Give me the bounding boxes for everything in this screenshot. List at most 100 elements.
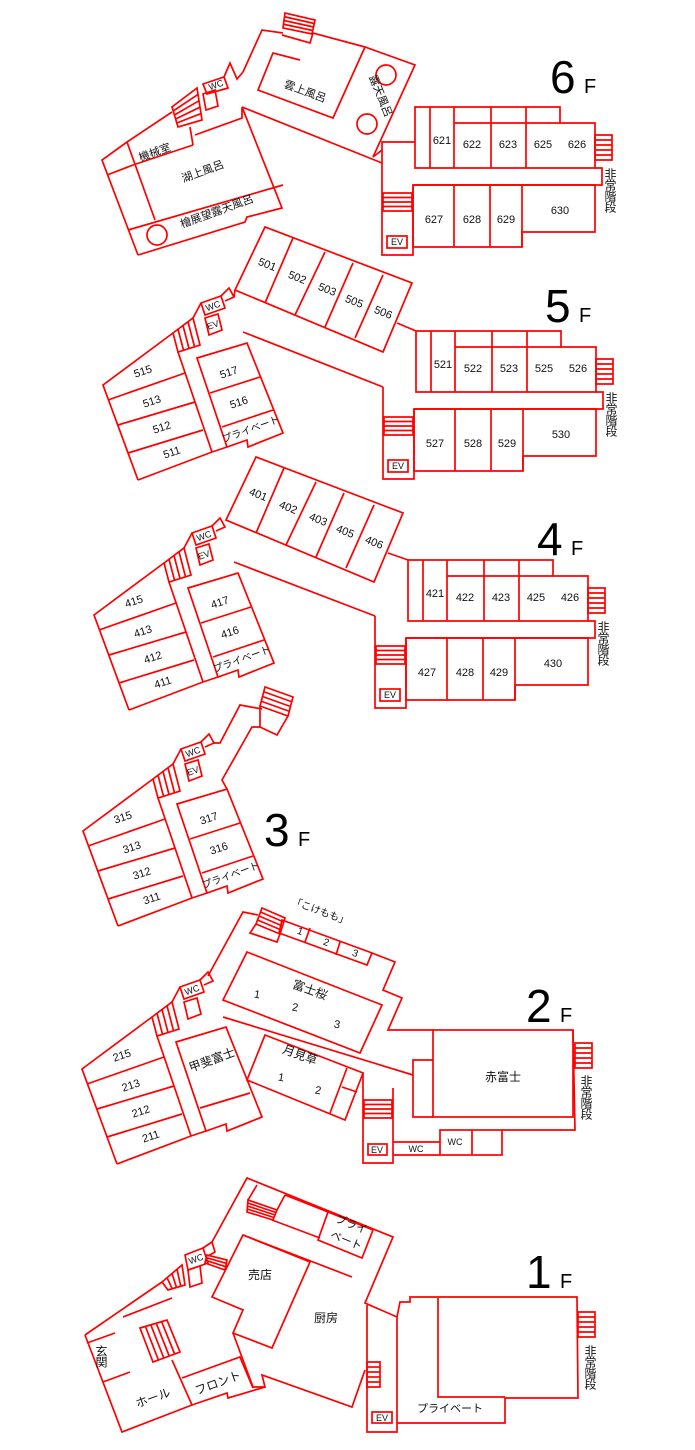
private-area-label: プライベート — [201, 860, 261, 892]
front-desk-label: フロント — [193, 1368, 243, 1398]
bath-tub-icon — [375, 64, 397, 86]
outer-wall — [84, 1281, 163, 1336]
room-block — [195, 341, 285, 449]
outer-wall — [232, 1332, 366, 1409]
machine-room-label: 機械室 — [137, 140, 173, 164]
lake-bath-label: 湖上風呂 — [180, 158, 226, 185]
kaifuji-label: 甲斐富士 — [187, 1044, 237, 1075]
stair-column — [382, 387, 415, 480]
stair-step — [247, 1202, 277, 1214]
private-area-label: プライベート — [212, 644, 272, 676]
room-number: 213 — [120, 1077, 141, 1094]
room-number: 3 — [351, 948, 360, 960]
room-number: 629 — [497, 214, 515, 226]
wall — [202, 1240, 217, 1257]
wall — [199, 970, 215, 986]
stairs-outline — [383, 416, 414, 436]
room-number: 523 — [500, 363, 518, 375]
stairs-outline — [172, 316, 202, 354]
room-number: 530 — [552, 429, 570, 441]
room-number: 627 — [425, 214, 443, 226]
stair-step — [171, 1273, 178, 1288]
room-number: 525 — [535, 363, 553, 375]
stairs-outline — [163, 546, 193, 584]
corridor-wall — [414, 391, 604, 410]
floor-unit: F — [584, 76, 596, 98]
floor-number: 3 — [264, 804, 290, 856]
floor-number: 1 — [526, 1246, 552, 1298]
wall — [100, 111, 173, 256]
room-number: 415 — [123, 593, 144, 610]
private-room — [316, 1210, 375, 1260]
elevator-box — [371, 1411, 393, 1424]
stair-step — [258, 915, 283, 927]
stairs-outline — [577, 1311, 596, 1338]
wall — [284, 1194, 329, 1213]
room-divider — [345, 504, 375, 569]
wall — [259, 706, 289, 737]
stair-step — [247, 1205, 276, 1216]
stair-step — [182, 325, 190, 349]
elevator-box — [367, 1143, 388, 1156]
kaifuji-room — [174, 1025, 264, 1133]
room-number: 626 — [568, 139, 586, 151]
stair-step — [263, 690, 293, 703]
room-divider — [108, 631, 187, 656]
room-number: 628 — [463, 214, 481, 226]
room-divider — [329, 1067, 348, 1114]
stairs-icon — [163, 546, 193, 584]
room-block — [233, 225, 414, 354]
emergency-stairs-label: 非常階段 — [583, 1345, 597, 1391]
room-number: 401 — [247, 486, 269, 504]
room-number: 3 — [333, 1019, 341, 1032]
room-divider — [127, 429, 204, 454]
room-number: 1 — [296, 926, 305, 938]
utility-box — [182, 996, 203, 1021]
elevator-box — [387, 459, 409, 473]
room-divider — [264, 237, 294, 304]
outer-wall — [137, 446, 228, 481]
stair-step — [284, 15, 315, 25]
room-number: 317 — [198, 810, 219, 827]
kokemomo-label: 「こけもも」 — [290, 896, 350, 928]
room-number: 316 — [208, 840, 229, 857]
stairs-icon — [246, 1198, 279, 1222]
wall — [412, 1059, 433, 1118]
room-divider — [255, 467, 285, 534]
room-divider — [86, 1056, 165, 1085]
outer-wall — [128, 676, 219, 711]
wall — [122, 1297, 173, 1318]
stairs-outline — [382, 192, 413, 212]
corridor-wall — [241, 106, 383, 164]
outer-wall — [80, 1016, 153, 1165]
room-number: 422 — [456, 592, 474, 604]
stair-step — [176, 112, 202, 124]
wall — [192, 302, 202, 319]
tsukimiso-label: 月見草 — [281, 1042, 320, 1067]
wall — [172, 748, 182, 765]
stair-step — [161, 1009, 169, 1033]
fujizakura-label: 富士桜 — [291, 976, 330, 1002]
entrance-label: 玄関 — [94, 1344, 108, 1368]
room-number: 506 — [372, 304, 394, 322]
room-number: 1 — [253, 989, 261, 1002]
room-number: 416 — [219, 624, 240, 641]
outer-wall — [101, 332, 174, 481]
stairs-outline — [366, 1361, 381, 1388]
stairs-icon — [282, 11, 317, 36]
stairs-outline — [363, 1099, 393, 1119]
room-divider — [294, 251, 326, 316]
stair-step — [157, 775, 165, 797]
room-number: 427 — [418, 667, 436, 679]
stairs-outline — [595, 358, 614, 385]
stair-column — [362, 1073, 394, 1164]
wc-label: WC — [187, 1252, 205, 1267]
room-number: 521 — [434, 359, 452, 371]
wc-label: WC — [207, 78, 225, 93]
